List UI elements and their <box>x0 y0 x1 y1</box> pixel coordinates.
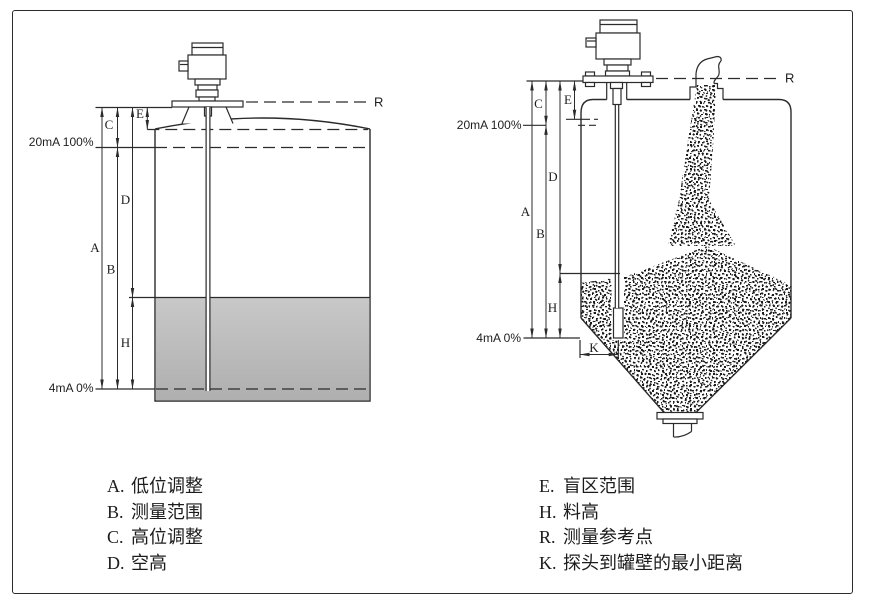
legend-item-h: H.料高 <box>539 501 599 522</box>
probe-end-weight <box>612 307 624 339</box>
dim-label-d-right: D <box>548 169 557 184</box>
outlet-flange <box>656 411 704 438</box>
tank-roof <box>154 117 371 130</box>
page-border <box>12 10 853 594</box>
probe-rod-left <box>205 107 211 391</box>
level-100-label-right: 20mA 100% <box>457 118 522 132</box>
inlet-pipe <box>689 55 724 100</box>
solids-silo-diagram: R 20mA 100% 4mA 0% A B C D E H K <box>457 19 794 438</box>
dim-label-k-right: K <box>589 340 599 355</box>
dim-label-a-left: A <box>90 240 100 255</box>
dim-label-d-left: D <box>121 192 130 207</box>
legend-column-right: E.盲区范围 H.料高 R.测量参考点 K.探头到罐壁的最小距离 <box>539 474 743 576</box>
tank-shell <box>154 129 371 402</box>
dim-label-h-right: H <box>548 300 557 315</box>
legend-item-d: D.空高 <box>107 552 167 573</box>
legend-column-left: A.低位调整 B.测量范围 C.高位调整 D.空高 <box>107 474 203 576</box>
radar-sensor-right <box>582 19 654 106</box>
dim-label-a-right: A <box>521 204 531 219</box>
material-stream <box>668 85 736 246</box>
dim-label-h-left: H <box>121 335 130 350</box>
legend-item-e: E.盲区范围 <box>539 476 635 496</box>
mounting-flange-left <box>171 100 244 108</box>
ref-label-right: R <box>785 71 794 86</box>
liquid-tank-diagram: R 20mA 100% 4mA 0% A B C D E H <box>29 42 383 402</box>
legend-item-c: C.高位调整 <box>107 527 203 547</box>
level-0-label-right: 4mA 0% <box>476 331 521 345</box>
dimension-lines-right <box>530 80 619 358</box>
level-0-label-left: 4mA 0% <box>49 381 94 395</box>
radar-sensor-left <box>171 42 244 391</box>
liquid-fill <box>156 298 370 401</box>
level-100-label-left: 20mA 100% <box>29 135 94 149</box>
dim-label-e-left: E <box>136 106 144 121</box>
dim-label-e-right: E <box>564 92 572 107</box>
dimension-lines-left <box>100 107 150 390</box>
dim-label-b-right: B <box>536 226 545 241</box>
legend-item-k: K.探头到罐壁的最小距离 <box>539 552 743 573</box>
legend-item-b: B.测量范围 <box>107 501 203 522</box>
material-pile <box>581 246 791 413</box>
dim-label-c-left: C <box>105 117 114 132</box>
ref-label-left: R <box>374 95 383 110</box>
legend-item-a: A.低位调整 <box>107 476 203 496</box>
probe-rod-right <box>615 104 619 308</box>
dim-label-c-right: C <box>534 96 543 111</box>
legend-item-r: R.测量参考点 <box>539 527 653 547</box>
mounting-flange-right <box>582 75 654 84</box>
dim-label-b-left: B <box>107 262 116 277</box>
